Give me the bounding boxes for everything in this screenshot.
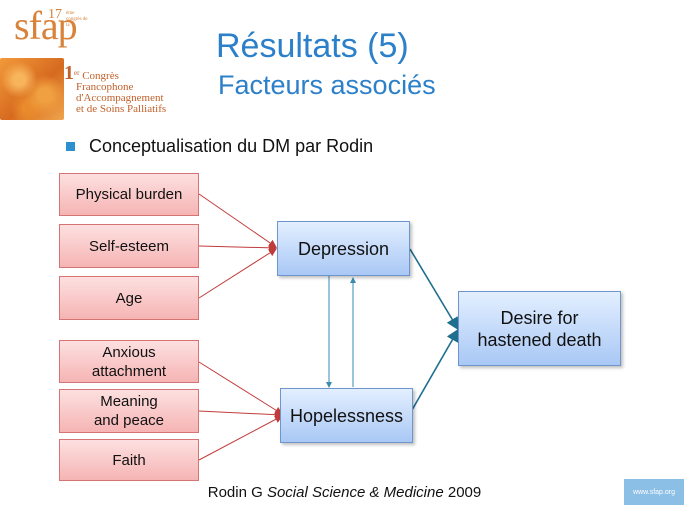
factor-age: Age: [59, 276, 199, 320]
arrow-selfesteem-to-depression: [198, 243, 277, 252]
logo-number: 17: [48, 7, 62, 22]
arrow-anxious-to-hopelessness: [198, 361, 283, 415]
factor-physical-burden: Physical burden: [59, 173, 199, 216]
arrow-depression-to-outcome: [409, 248, 459, 331]
logo-line4: et de Soins Palliatifs: [76, 103, 167, 115]
logo-line1-number: 1: [64, 62, 74, 84]
factor-meaning-line1: Meaning: [100, 393, 158, 410]
bullet-square-icon: [66, 142, 75, 151]
node-desire-for-hastened-death: Desire for hastened death: [458, 291, 621, 366]
logo-number-subtitle: ème congrès de la: [66, 11, 88, 28]
logo-line1: Congrès: [82, 70, 119, 82]
logo-artwork: [0, 58, 64, 120]
citation-journal: Social Science & Medicine: [266, 484, 444, 501]
factor-faith: Faith: [59, 439, 199, 481]
factor-anxious-line1: Anxious: [102, 343, 156, 361]
logo-line3: d'Accompagnement: [76, 92, 164, 104]
citation: Rodin G Social Science & Medicine 2009: [0, 484, 689, 501]
factor-anxious-attachment: Anxious attachment: [59, 340, 199, 383]
arrow-meaning-to-hopelessness: [198, 410, 283, 419]
logo-line1-sup: er: [74, 69, 80, 77]
factor-meaning-line2: and peace: [93, 412, 165, 429]
node-hopelessness: Hopelessness: [280, 388, 413, 443]
page-subtitle: Facteurs associés: [218, 70, 436, 100]
arrow-physical-to-depression: [198, 193, 277, 248]
outcome-line1: Desire for: [500, 307, 579, 328]
citation-author: Rodin G: [207, 484, 263, 501]
node-depression: Depression: [277, 221, 410, 276]
arrow-faith-to-hopelessness: [198, 415, 283, 461]
arrow-age-to-depression: [198, 248, 277, 299]
factor-meaning-and-peace: Meaning and peace: [59, 389, 199, 433]
citation-year: 2009: [447, 484, 482, 501]
factor-self-esteem: Self-esteem: [59, 224, 199, 268]
page-title: Résultats (5): [216, 27, 409, 65]
bullet-text: Conceptualisation du DM par Rodin: [89, 136, 374, 156]
arrow-hopelessness-to-outcome: [411, 328, 459, 411]
outcome-line2: hastened death: [477, 329, 602, 350]
site-badge: www.sfap.org: [624, 479, 684, 505]
logo-brand: sfap: [14, 3, 78, 48]
factor-anxious-line2: attachment: [91, 362, 167, 380]
logo-congress-text: 1er Congrès Francophone d'Accompagnement…: [64, 63, 174, 115]
logo-line2: Francophone: [76, 81, 134, 93]
